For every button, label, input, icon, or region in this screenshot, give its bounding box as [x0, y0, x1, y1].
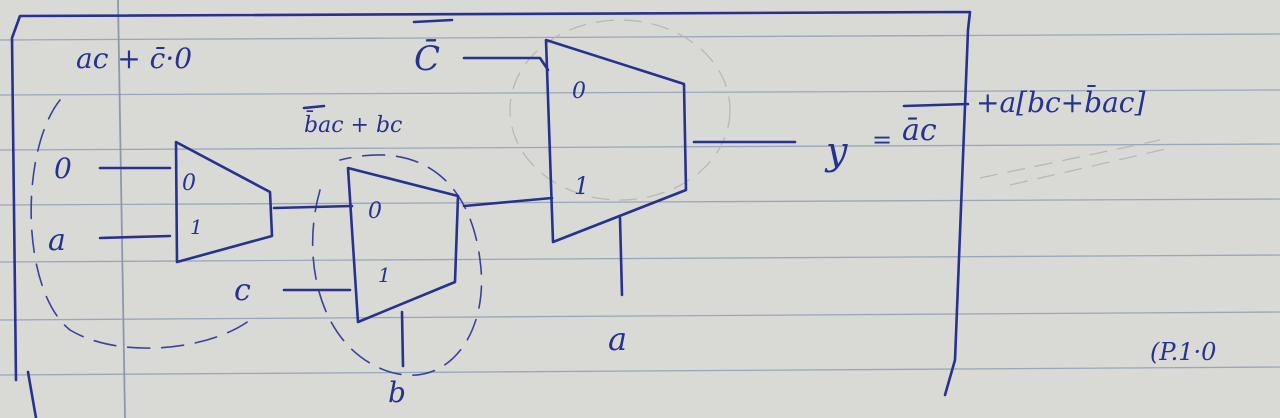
mux-2-in1-label: c	[234, 273, 251, 308]
mux-2: 0 1	[346, 166, 460, 324]
mux-3-select-wire	[618, 216, 624, 297]
mux-1-in0-label: 0	[54, 152, 72, 185]
mux-1-port-1: 1	[190, 215, 203, 239]
mid-expression: b̄ac + bc	[304, 110, 402, 138]
output-y: y	[824, 129, 848, 173]
mux-2-select-label: b	[388, 376, 406, 409]
mux-2-output-wire	[462, 196, 554, 208]
mux-1-in1-wire	[98, 234, 172, 240]
mux-1-in1-label: a	[48, 223, 66, 258]
mux-3-in0-label: C̄	[414, 38, 440, 79]
show-through-marks	[509, 19, 1171, 201]
output-expr-left: āc	[902, 113, 937, 148]
corner-note: (P.1·0	[1150, 338, 1216, 366]
mux-1-output-wire	[272, 204, 354, 210]
mux-3-in0-bar	[412, 18, 454, 24]
mux-3-port-1: 1	[574, 172, 589, 200]
equals-sign: =	[872, 126, 892, 154]
output-expr-rest: +a[bc+b̄ac]	[976, 84, 1145, 119]
mux-3-select-label: a	[608, 320, 627, 358]
mid-expression-bar	[302, 104, 326, 110]
mux-3-in0-wire	[462, 56, 550, 72]
output-expr-bar	[902, 102, 970, 108]
mux-2-port-0: 0	[368, 199, 382, 224]
mux-1-port-0: 0	[182, 171, 196, 196]
output-equation: y = āc +a[bc+b̄ac]	[824, 84, 1145, 173]
mux-2-select-wire	[400, 310, 405, 368]
grouping-ovals	[30, 99, 483, 376]
mux-1: 0 1	[174, 140, 274, 264]
mux-3-port-0: 0	[572, 79, 586, 104]
mux-3: 0 1	[544, 38, 688, 244]
top-expression: ac + c̄·0	[76, 42, 192, 75]
mux-2-port-1: 1	[378, 263, 391, 287]
outer-border	[10, 10, 972, 418]
